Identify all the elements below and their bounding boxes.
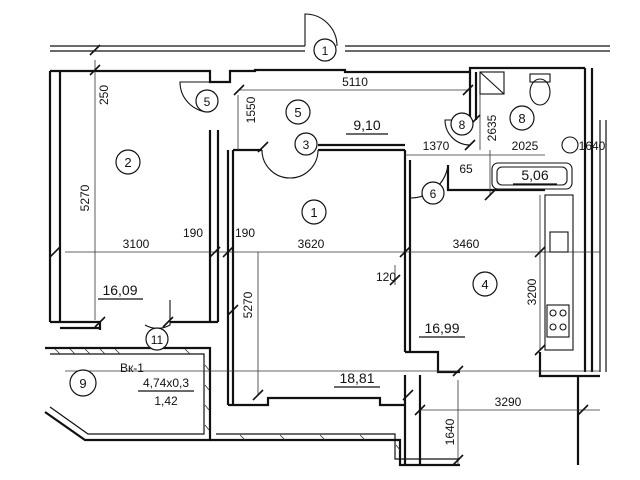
toilet bbox=[529, 78, 551, 106]
room1-door-swing-a bbox=[261, 149, 291, 179]
fixtures bbox=[479, 71, 579, 351]
area-balcony: 1,42 bbox=[154, 394, 178, 408]
room-9-label: 9 bbox=[79, 376, 86, 391]
dim-1640-top: 1640 bbox=[579, 139, 606, 153]
dim-5270-room1: 5270 bbox=[241, 291, 255, 318]
door-5-label: 5 bbox=[204, 95, 211, 109]
area-bath: 5,06 bbox=[521, 167, 548, 183]
room-4-label: 4 bbox=[481, 277, 488, 292]
room-2-label: 2 bbox=[124, 155, 131, 170]
dim-3100: 3100 bbox=[123, 237, 150, 251]
dim-3460: 3460 bbox=[453, 237, 480, 251]
marker-door-6: 6 bbox=[421, 181, 445, 205]
marker-door-1: 1 bbox=[313, 38, 337, 62]
boiler bbox=[561, 136, 579, 154]
dim-1370: 1370 bbox=[423, 139, 450, 153]
dim-190-b: 190 bbox=[235, 226, 255, 240]
marker-room-5: 5 bbox=[285, 99, 311, 125]
area-labels: 16,09 9,10 18,81 16,99 5,06 Вк-1 4,74x0,… bbox=[98, 117, 557, 408]
dim-3290: 3290 bbox=[495, 395, 522, 409]
door-1-label: 1 bbox=[322, 44, 329, 58]
balcony-hatch bbox=[54, 348, 401, 451]
dim-2635: 2635 bbox=[485, 114, 499, 141]
door-8-label: 8 bbox=[459, 118, 466, 132]
dim-5110: 5110 bbox=[342, 75, 368, 89]
room-5-label: 5 bbox=[294, 105, 301, 120]
room-1-label: 1 bbox=[310, 205, 317, 220]
room1-door-swing-b bbox=[289, 149, 319, 179]
room-markers: 2 5 1 4 8 9 1 3 bbox=[69, 38, 535, 397]
dim-1640-bottom: 1640 bbox=[443, 418, 457, 445]
stove bbox=[546, 304, 570, 338]
bathtub bbox=[491, 162, 573, 190]
room-8-label: 8 bbox=[518, 111, 525, 126]
area-room-5: 9,10 bbox=[353, 117, 380, 133]
entry-door-swing bbox=[304, 13, 338, 47]
sink bbox=[479, 71, 505, 95]
marker-room-4: 4 bbox=[472, 271, 498, 297]
marker-door-3: 3 bbox=[294, 132, 318, 156]
dim-1550: 1550 bbox=[244, 96, 258, 123]
area-room-1: 18,81 bbox=[339, 370, 374, 386]
area-room-2: 16,09 bbox=[102, 282, 137, 298]
door-6-label: 6 bbox=[430, 187, 437, 201]
door-11-label: 11 bbox=[151, 333, 164, 347]
marker-door-8: 8 bbox=[450, 112, 474, 136]
dim-5270-left: 5270 bbox=[78, 184, 92, 211]
marker-door-5: 5 bbox=[195, 89, 219, 113]
marker-room-1: 1 bbox=[301, 199, 327, 225]
dim-3200: 3200 bbox=[525, 278, 539, 305]
marker-room-9: 9 bbox=[69, 369, 97, 397]
doors bbox=[144, 13, 471, 329]
dim-65: 65 bbox=[459, 162, 473, 176]
dim-120: 120 bbox=[376, 270, 396, 284]
door-3-label: 3 bbox=[303, 138, 310, 152]
dimension-lines bbox=[49, 44, 600, 466]
marker-room-2: 2 bbox=[115, 149, 141, 175]
kitchen-counter bbox=[544, 194, 574, 351]
dimension-texts: 5110 250 1550 5270 5270 3100 190 190 362… bbox=[78, 75, 606, 445]
window-label: Вк-1 bbox=[120, 361, 144, 375]
marker-room-8: 8 bbox=[509, 105, 535, 131]
kitchen-sink bbox=[549, 231, 569, 253]
bath-door-swing bbox=[444, 119, 471, 146]
window-size: 4,74x0,3 bbox=[143, 376, 189, 390]
area-room-4: 16,99 bbox=[424, 320, 459, 336]
dim-3620: 3620 bbox=[298, 237, 325, 251]
marker-door-11: 11 bbox=[145, 327, 169, 351]
dim-2025: 2025 bbox=[512, 139, 539, 153]
dim-190-a: 190 bbox=[183, 226, 203, 240]
dim-250: 250 bbox=[97, 85, 111, 105]
